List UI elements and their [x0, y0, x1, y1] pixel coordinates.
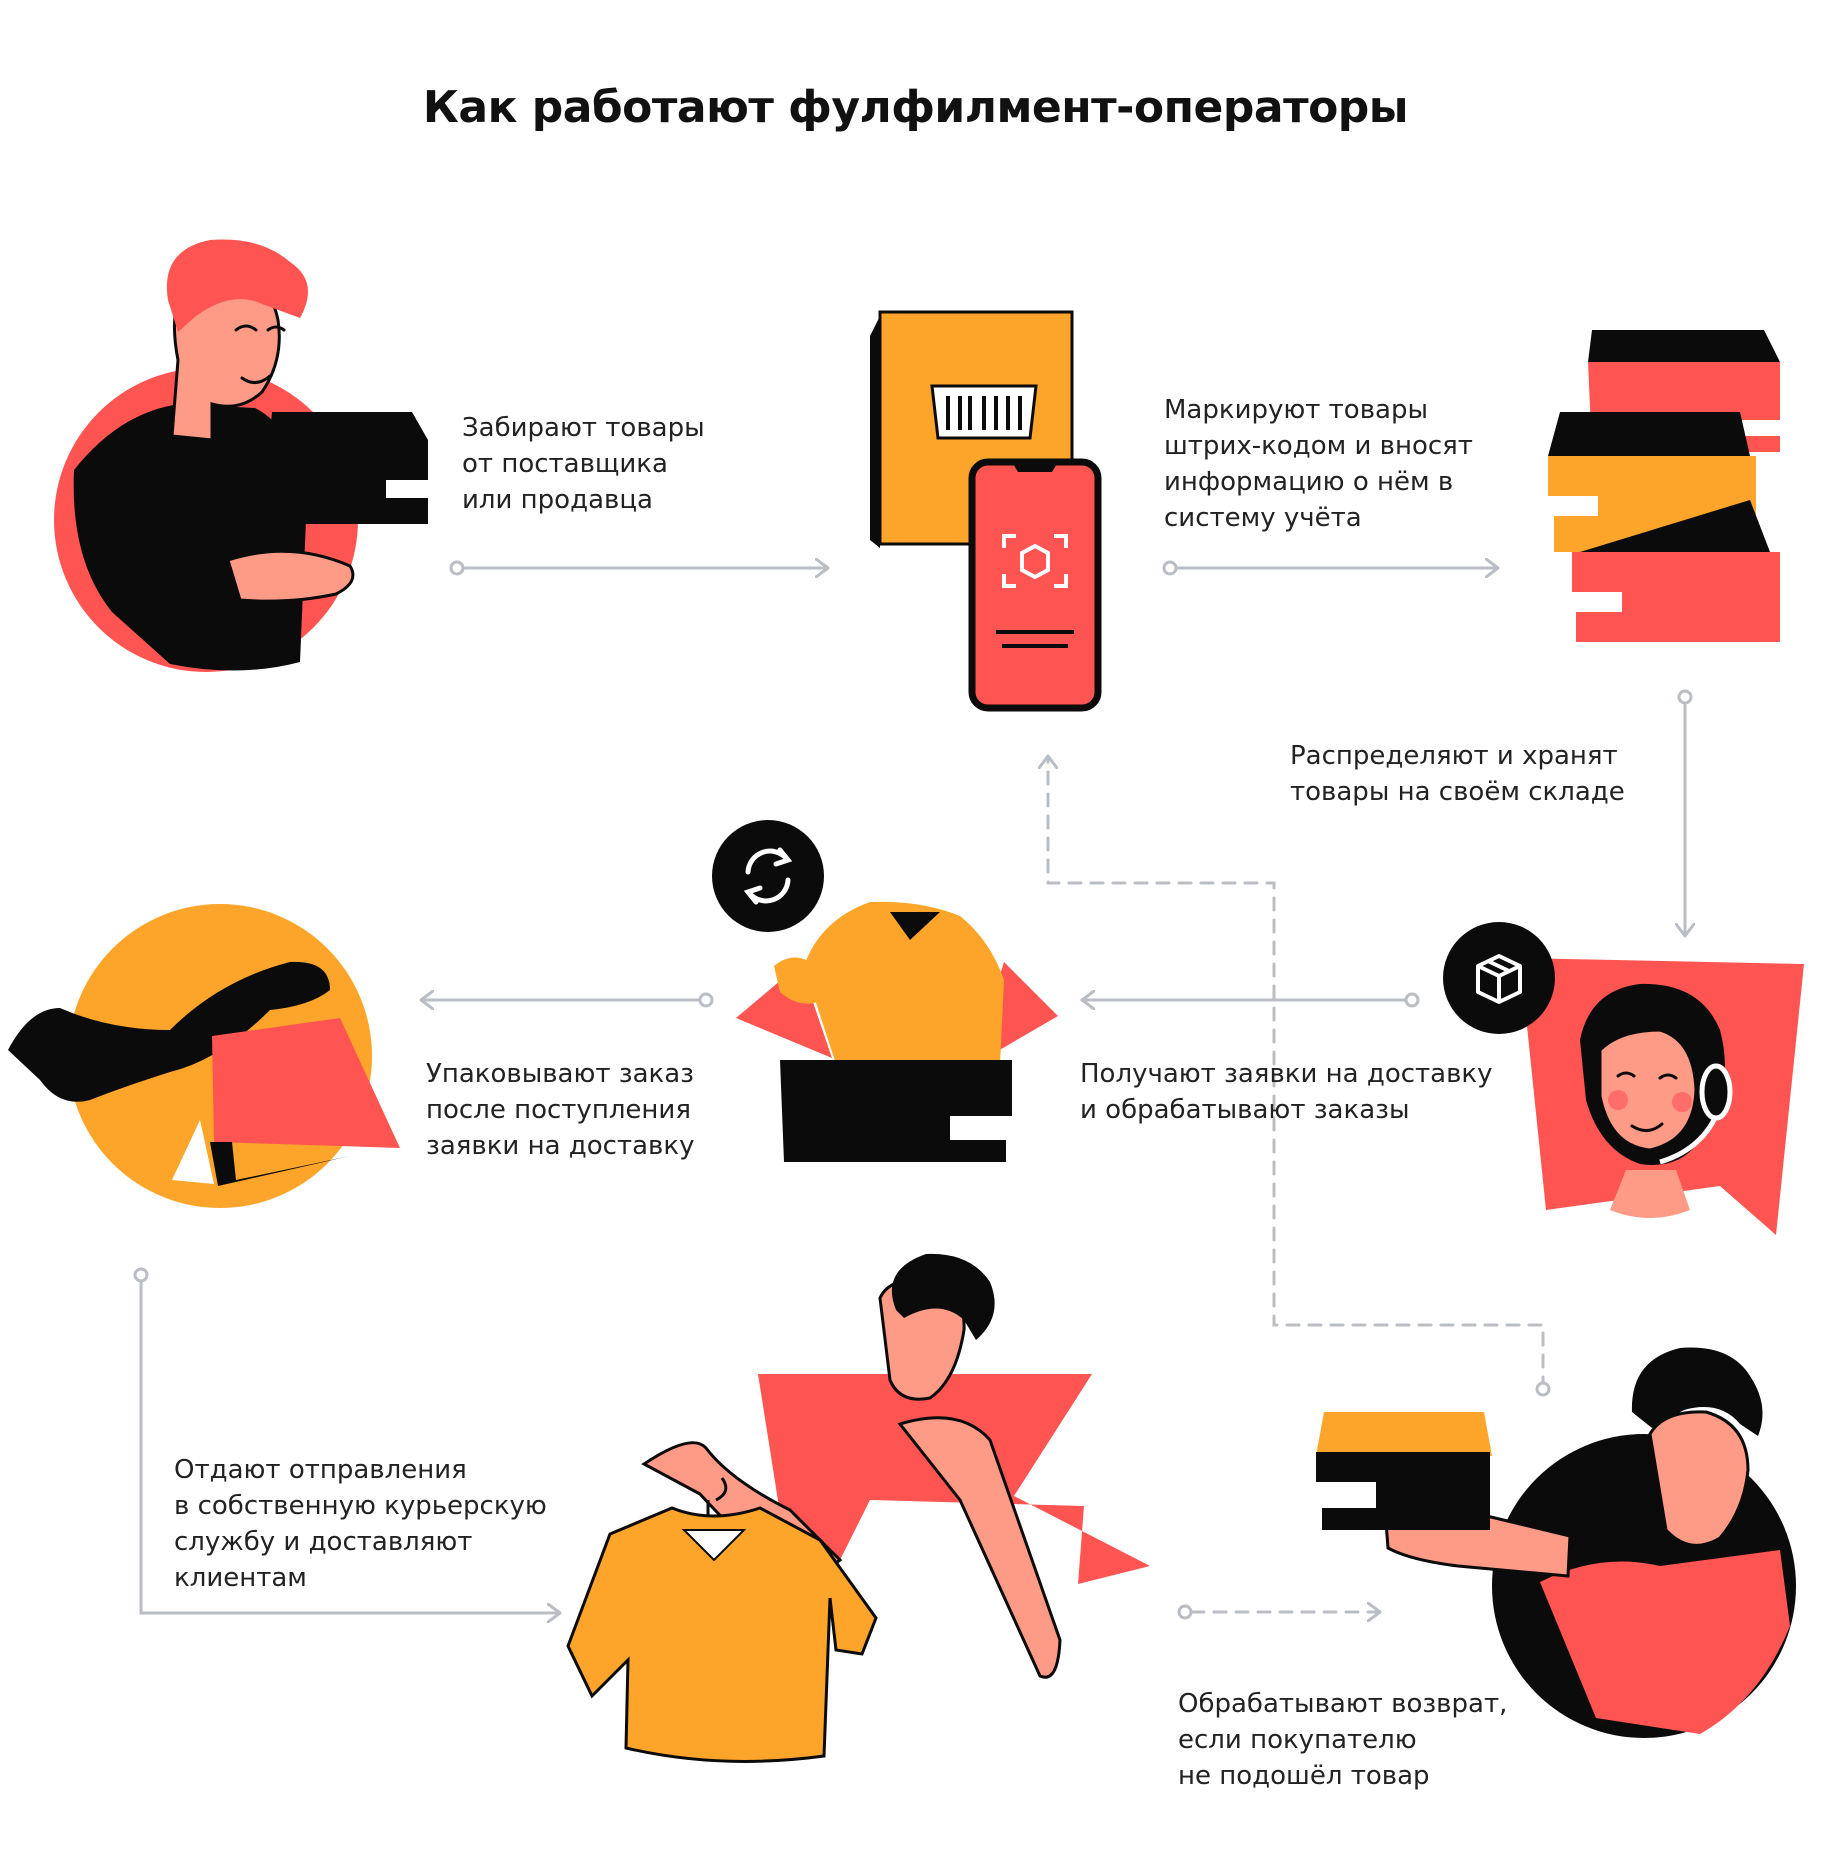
sweater-in-box-illustration [736, 901, 1058, 1162]
operator-with-headset-illustration [1520, 958, 1804, 1235]
courier-with-box-illustration [54, 239, 428, 672]
barcode-icon [946, 396, 1022, 430]
return-loop-dashed [1048, 754, 1551, 1397]
step-6-caption: Отдают отправления в собственную курьерс… [174, 1455, 547, 1593]
step-2-caption: Маркируют товары штрих-кодом и вносят ин… [1164, 395, 1473, 533]
hand-with-shopping-bag-illustration [8, 904, 400, 1208]
arrow-step2-to-step3 [1162, 562, 1500, 574]
box-icon [1476, 954, 1522, 1004]
arrow-step3-to-step4 [1679, 689, 1691, 938]
connectors [133, 562, 1691, 1618]
arrow-step4-to-step5 [1080, 994, 1420, 1006]
step-4-caption: Получают заявки на доставку и обрабатыва… [1080, 1059, 1493, 1125]
step-1-caption: Забирают товары от поставщика или продав… [462, 413, 705, 515]
scan-icon [1002, 534, 1068, 588]
arrow-step5-to-step6 [419, 994, 714, 1006]
step-7-caption: Обрабатывают возврат, если покупателю не… [1178, 1689, 1508, 1791]
headset-icon [1659, 1063, 1733, 1165]
stacked-boxes-illustration [1548, 330, 1780, 642]
barcode-box-and-scanner-phone-illustration [870, 310, 1102, 712]
arrow-step1-to-step2 [449, 562, 830, 574]
box-icon-badge [1443, 922, 1555, 1034]
arrow-step6-to-customer [133, 1267, 562, 1613]
arrow-customer-to-return [1177, 1606, 1382, 1618]
refresh-icon [743, 847, 793, 905]
step-5-caption: Упаковывают заказ после поступления заяв… [426, 1059, 695, 1161]
page-title: Как работают фулфилмент-операторы [422, 82, 1409, 133]
step-3-caption: Распределяют и хранят товары на своём ск… [1290, 741, 1625, 807]
refresh-icon-badge [712, 820, 824, 932]
man-holding-box-illustration [1316, 1347, 1796, 1738]
man-with-sweater-illustration [566, 1253, 1150, 1763]
